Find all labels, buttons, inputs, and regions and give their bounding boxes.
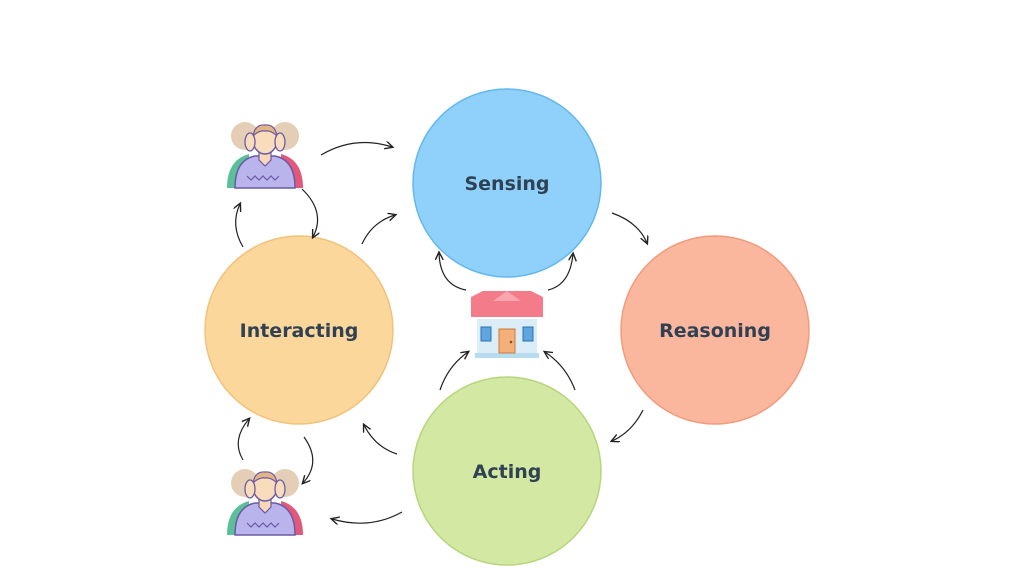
interacting-node: Interacting — [204, 235, 394, 425]
arrow-acting-to-interacting — [364, 425, 398, 455]
reasoning-label: Reasoning — [659, 320, 771, 342]
arrow-sensing-to-reasoning — [611, 212, 647, 243]
arrow-bottom-person-to-interacting — [237, 419, 249, 461]
sensing-label: Sensing — [464, 173, 549, 195]
arrow-person-to-sensing — [320, 143, 392, 156]
arrow-interacting-to-sensing — [361, 215, 395, 245]
sensing-node: Sensing — [412, 88, 602, 278]
acting-node: Acting — [412, 376, 602, 566]
arrow-house-to-sensing-left — [439, 253, 467, 291]
arrows — [236, 143, 647, 524]
arrow-acting-to-house-right — [545, 352, 576, 391]
arrow-acting-to-person — [332, 511, 403, 523]
arrow-top-person-to-interacting — [301, 188, 318, 237]
reasoning-node: Reasoning — [620, 235, 810, 425]
interacting-label: Interacting — [240, 320, 359, 342]
house-icon — [471, 291, 543, 358]
person-icon — [226, 468, 304, 536]
arrow-reasoning-to-acting — [612, 409, 644, 441]
arrow-interacting-to-bottom-person — [303, 436, 314, 483]
acting-label: Acting — [473, 461, 542, 483]
arrow-house-to-sensing-right — [547, 254, 573, 291]
arrow-interacting-to-top-person — [236, 204, 244, 248]
arrow-acting-to-house-left — [439, 352, 468, 391]
person-icon — [226, 121, 304, 189]
